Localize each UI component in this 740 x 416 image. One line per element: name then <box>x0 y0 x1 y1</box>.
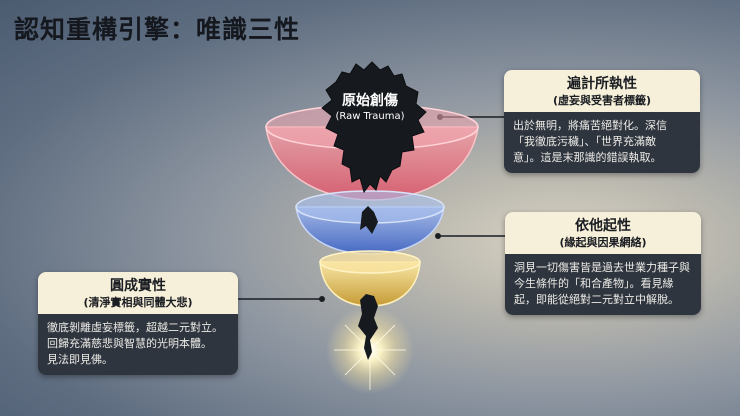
trauma-label-zh: 原始創傷 <box>342 93 398 109</box>
card-paratantra: 依他起性 (緣起與因果網絡) 洞見一切傷害皆是過去世業力種子與 今生條件的「和合… <box>505 212 701 315</box>
card-parinispanna: 圓成實性 (清淨實相與同體大悲) 徹底剝離虛妄標籤，超越二元對立。 回歸充滿慈悲… <box>38 272 238 375</box>
trauma-shape <box>321 61 427 194</box>
card-line: 見法即見佛。 <box>47 353 113 366</box>
card-title: 依他起性 <box>575 218 631 234</box>
trauma-label: 原始創傷 (Raw Trauma) <box>318 92 422 124</box>
connector-dot-parinispanna <box>319 296 325 302</box>
card-header: 遍計所執性 (虛妄與受害者標籤) <box>504 70 700 112</box>
card-header: 圓成實性 (清淨實相與同體大悲) <box>38 272 238 314</box>
card-body: 徹底剝離虛妄標籤，超越二元對立。 回歸充滿慈悲與智慧的光明本體。 見法即見佛。 <box>38 314 238 375</box>
card-subtitle: (清淨實相與同體大悲) <box>83 296 193 309</box>
card-line: 起，即能從絕對二元對立中解脫。 <box>514 293 679 306</box>
card-parikalpita: 遍計所執性 (虛妄與受害者標籤) 出於無明，將痛苦絕對化。深信 「我徹底污穢」、… <box>504 70 700 173</box>
card-title: 遍計所執性 <box>567 76 637 92</box>
card-header: 依他起性 (緣起與因果網絡) <box>505 212 701 254</box>
card-line: 「我徹底污穢」、「世界充滿敵 <box>513 135 656 148</box>
card-subtitle: (虛妄與受害者標籤) <box>552 94 652 107</box>
card-line: 意」。這是末那識的錯誤執取。 <box>513 151 662 164</box>
card-line: 洞見一切傷害皆是過去世業力種子與 <box>514 261 690 274</box>
card-line: 今生條件的「和合產物」。看見緣 <box>514 277 674 290</box>
card-body: 洞見一切傷害皆是過去世業力種子與 今生條件的「和合產物」。看見緣 起，即能從絕對… <box>505 254 701 315</box>
card-line: 出於無明，將痛苦絕對化。深信 <box>513 119 667 132</box>
card-title: 圓成實性 <box>110 278 166 294</box>
card-subtitle: (緣起與因果網絡) <box>559 236 647 249</box>
trauma-label-en: (Raw Trauma) <box>335 111 405 122</box>
card-body: 出於無明，將痛苦絕對化。深信 「我徹底污穢」、「世界充滿敵 意」。這是末那識的錯… <box>504 112 700 173</box>
card-line: 回歸充滿慈悲與智慧的光明本體。 <box>47 337 212 350</box>
card-line: 徹底剝離虛妄標籤，超越二元對立。 <box>47 321 223 334</box>
trauma-fragment-lower <box>358 294 378 360</box>
page-title: 認知重構引擎：唯識三性 <box>14 15 301 44</box>
connector-dot-paratantra <box>435 233 441 239</box>
trauma-fragment-middle <box>360 206 378 234</box>
